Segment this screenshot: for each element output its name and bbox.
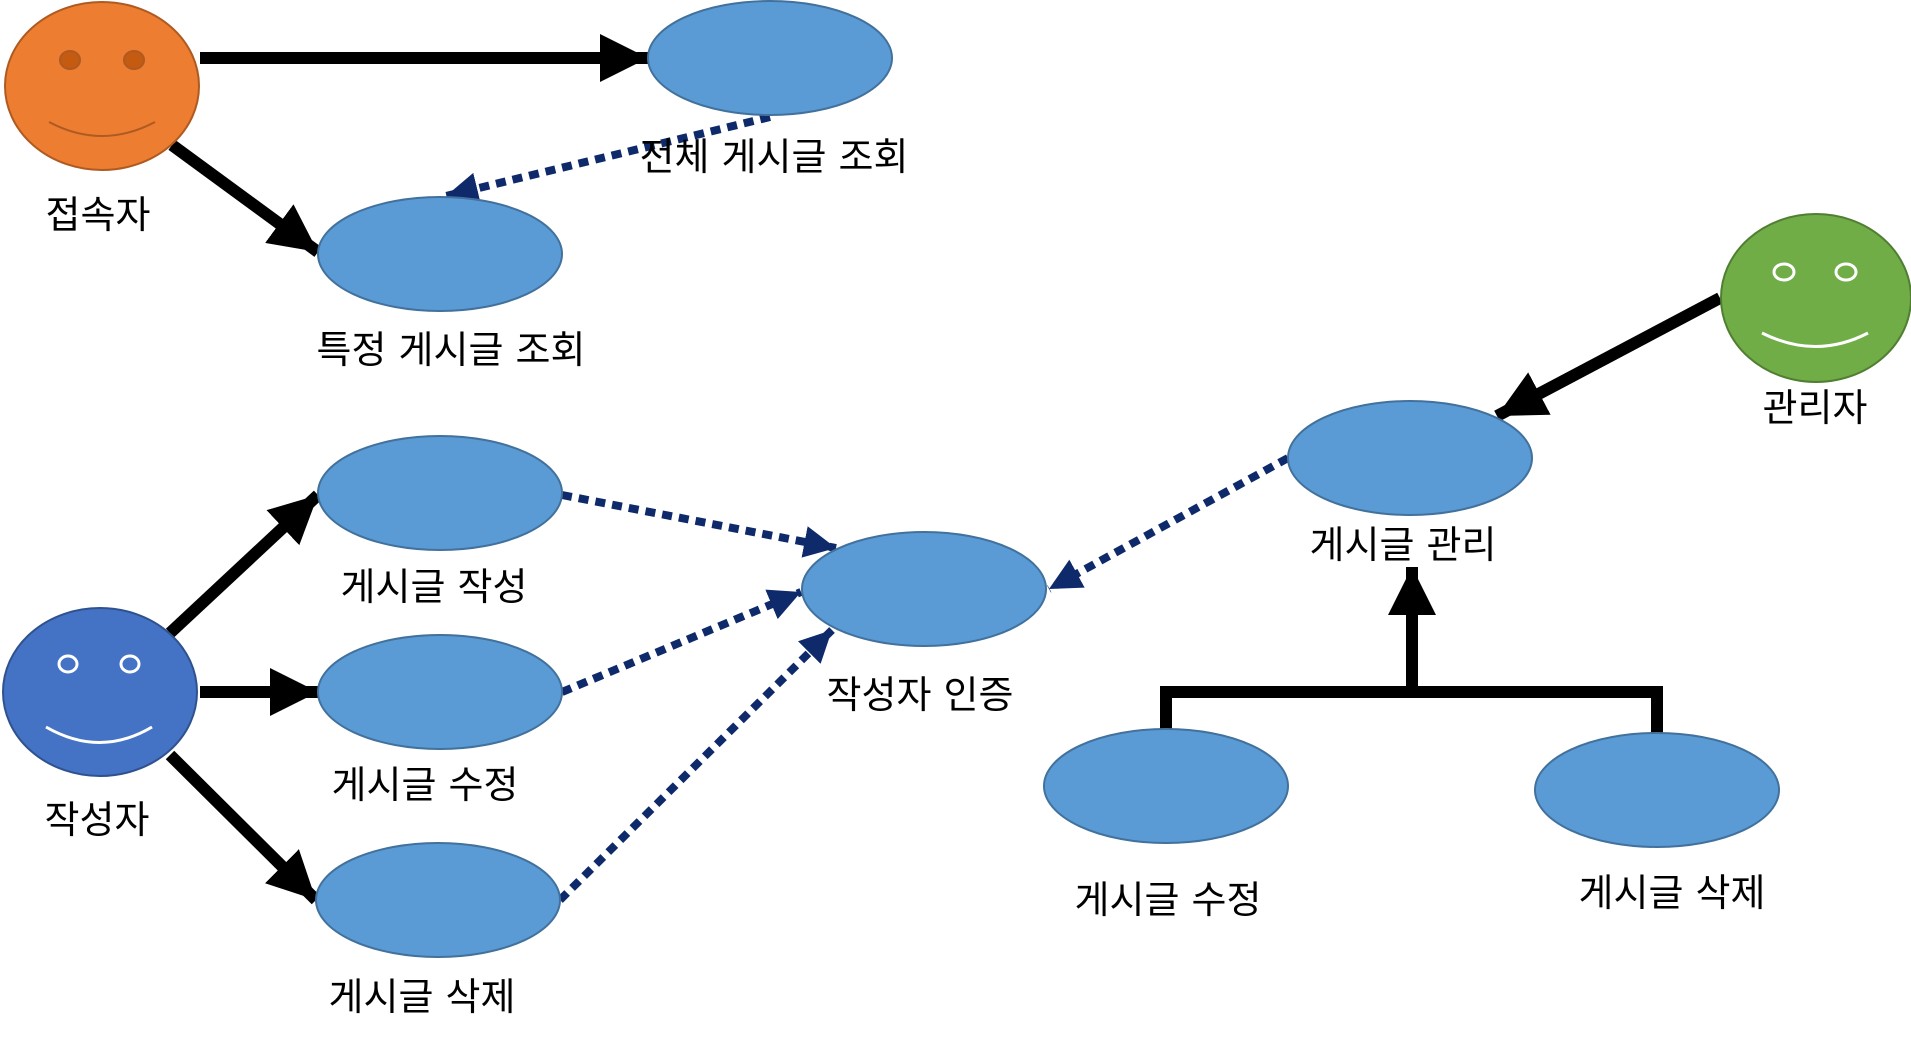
delete-label: 게시글 삭제 xyxy=(329,975,516,1019)
writer-label: 작성자 xyxy=(45,798,150,842)
use-case-manage-delete[interactable] xyxy=(1534,732,1780,848)
use-case-write[interactable] xyxy=(317,435,563,551)
admin-face-icon xyxy=(1720,213,1911,383)
use-case-manage[interactable] xyxy=(1287,400,1533,516)
admin-left-eye-icon xyxy=(1772,262,1796,282)
manage-label: 게시글 관리 xyxy=(1310,523,1497,567)
write-label: 게시글 작성 xyxy=(341,565,528,609)
actor-admin[interactable] xyxy=(1720,213,1911,383)
writer-left-eye-icon xyxy=(57,654,79,674)
dependency-view-all-view-one xyxy=(445,113,771,204)
dependency-manage-auth xyxy=(1047,454,1290,593)
use-case-view-one[interactable] xyxy=(317,196,563,312)
association-writer-write xyxy=(165,490,323,638)
view-all-label: 전체 게시글 조회 xyxy=(640,135,909,179)
use-case-auth[interactable] xyxy=(801,531,1047,647)
admin-label: 관리자 xyxy=(1763,386,1868,430)
generalization-bracket xyxy=(1160,686,1663,736)
actor-writer[interactable] xyxy=(2,607,198,777)
dependency-edit-auth xyxy=(560,588,803,696)
visitor-smile-icon xyxy=(48,121,156,137)
actor-visitor[interactable] xyxy=(4,1,200,171)
manage-delete-label: 게시글 삭제 xyxy=(1579,871,1766,915)
use-case-edit[interactable] xyxy=(317,634,563,750)
association-writer-delete xyxy=(165,750,321,905)
admin-smile-icon xyxy=(1761,331,1869,348)
dependency-write-auth xyxy=(561,491,837,558)
auth-label: 작성자 인증 xyxy=(827,673,1014,717)
admin-right-eye-icon xyxy=(1834,262,1858,282)
association-visitor-view-one xyxy=(168,140,322,257)
visitor-label: 접속자 xyxy=(46,193,151,237)
use-case-manage-edit[interactable] xyxy=(1043,728,1289,844)
manage-edit-label: 게시글 수정 xyxy=(1075,878,1262,922)
use-case-delete[interactable] xyxy=(315,842,561,958)
writer-face-icon xyxy=(2,607,198,777)
visitor-right-eye-icon xyxy=(123,50,145,70)
writer-right-eye-icon xyxy=(119,654,141,674)
edit-label: 게시글 수정 xyxy=(332,763,519,807)
dependency-delete-auth xyxy=(557,627,835,903)
association-admin-manage xyxy=(1494,292,1723,422)
visitor-left-eye-icon xyxy=(59,50,81,70)
writer-smile-icon xyxy=(45,725,153,744)
view-one-label: 특정 게시글 조회 xyxy=(317,328,586,372)
use-case-view-all[interactable] xyxy=(647,0,893,116)
visitor-face-icon xyxy=(4,1,200,171)
